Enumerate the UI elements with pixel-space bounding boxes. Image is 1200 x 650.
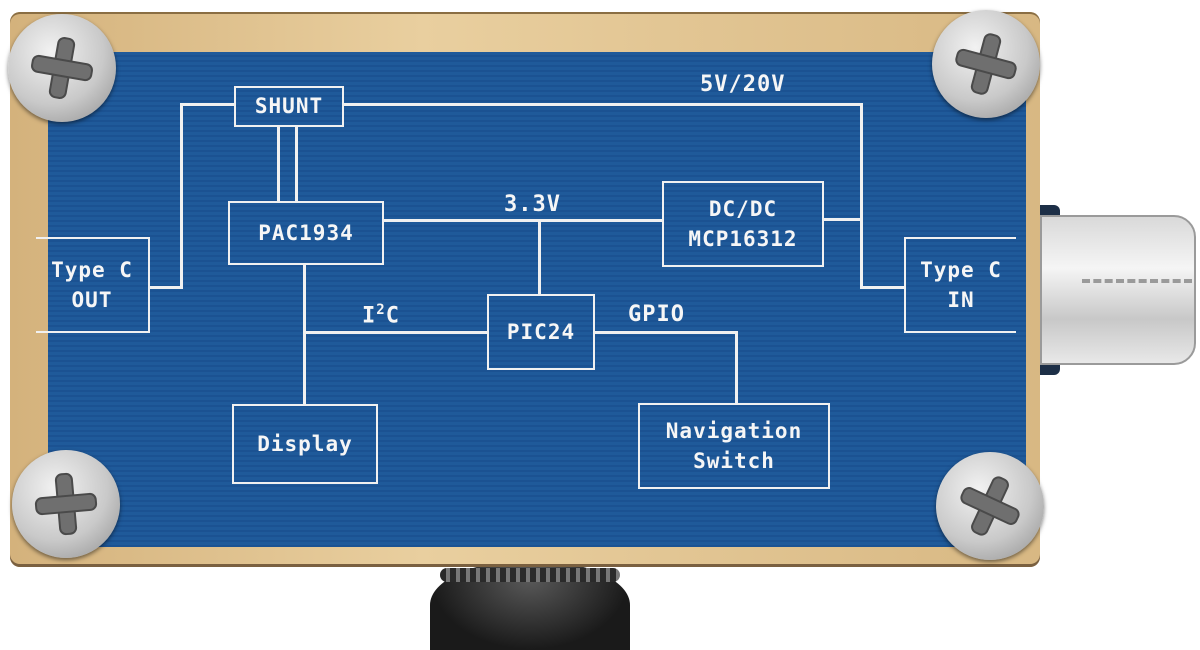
wire-dcdc-to-bus bbox=[822, 218, 862, 221]
rotary-knob-icon bbox=[430, 560, 630, 650]
navigation-label-line1: Navigation bbox=[665, 418, 803, 443]
phillips-screw-icon bbox=[932, 10, 1040, 118]
wire-3v3-to-pic bbox=[538, 219, 541, 296]
voltage-logic-label: 3.3V bbox=[504, 192, 561, 217]
wire-gpio-v bbox=[735, 331, 738, 405]
board-frame bbox=[10, 12, 1040, 567]
phillips-screw-icon bbox=[8, 14, 116, 122]
wire-main-in bbox=[860, 286, 906, 289]
wire-out-bottom bbox=[148, 286, 183, 289]
display-block: Display bbox=[232, 404, 378, 484]
typec-in-line1: Type C bbox=[920, 257, 1002, 282]
navigation-label-line2: Switch bbox=[693, 449, 775, 473]
usb-c-plug-icon bbox=[1040, 215, 1196, 365]
i2c-label-sup: 2 bbox=[376, 302, 386, 318]
wire-shunt-pac-1 bbox=[277, 126, 280, 202]
phillips-screw-icon bbox=[12, 450, 120, 558]
wire-pac-display bbox=[303, 264, 306, 406]
wire-main-bus bbox=[343, 103, 863, 106]
wire-out-vertical bbox=[180, 103, 183, 289]
dcdc-block: DC/DC MCP16312 bbox=[662, 181, 824, 267]
i2c-label-base: I bbox=[362, 303, 377, 329]
i2c-label-end: C bbox=[385, 303, 400, 329]
wire-3v3 bbox=[382, 219, 664, 222]
dcdc-label-line1: DC/DC bbox=[708, 196, 778, 221]
typec-out-block: Type C OUT bbox=[36, 237, 150, 333]
typec-in-line2: IN bbox=[947, 288, 975, 312]
pic24-block: PIC24 bbox=[487, 294, 595, 370]
wire-out-top bbox=[180, 103, 235, 106]
shunt-block: SHUNT bbox=[234, 86, 344, 127]
typec-out-line1: Type C bbox=[51, 257, 133, 282]
dcdc-label-line2: MCP16312 bbox=[688, 227, 798, 251]
shunt-label: SHUNT bbox=[254, 94, 324, 119]
navigation-switch-block: Navigation Switch bbox=[638, 403, 830, 489]
wire-i2c bbox=[303, 331, 489, 334]
typec-out-line2: OUT bbox=[71, 288, 113, 312]
wire-gpio-h bbox=[593, 331, 738, 334]
pac1934-label: PAC1934 bbox=[258, 220, 354, 245]
pic24-label: PIC24 bbox=[506, 319, 576, 344]
wire-main-down bbox=[860, 103, 863, 289]
wire-shunt-pac-2 bbox=[295, 126, 298, 202]
gpio-label: GPIO bbox=[628, 302, 685, 327]
i2c-label: I2C bbox=[362, 302, 400, 328]
pcb-board bbox=[48, 52, 1026, 547]
phillips-screw-icon bbox=[936, 452, 1044, 560]
typec-in-block: Type C IN bbox=[904, 237, 1016, 333]
voltage-main-label: 5V/20V bbox=[700, 72, 786, 97]
display-label: Display bbox=[257, 431, 353, 456]
pac1934-block: PAC1934 bbox=[228, 201, 384, 265]
